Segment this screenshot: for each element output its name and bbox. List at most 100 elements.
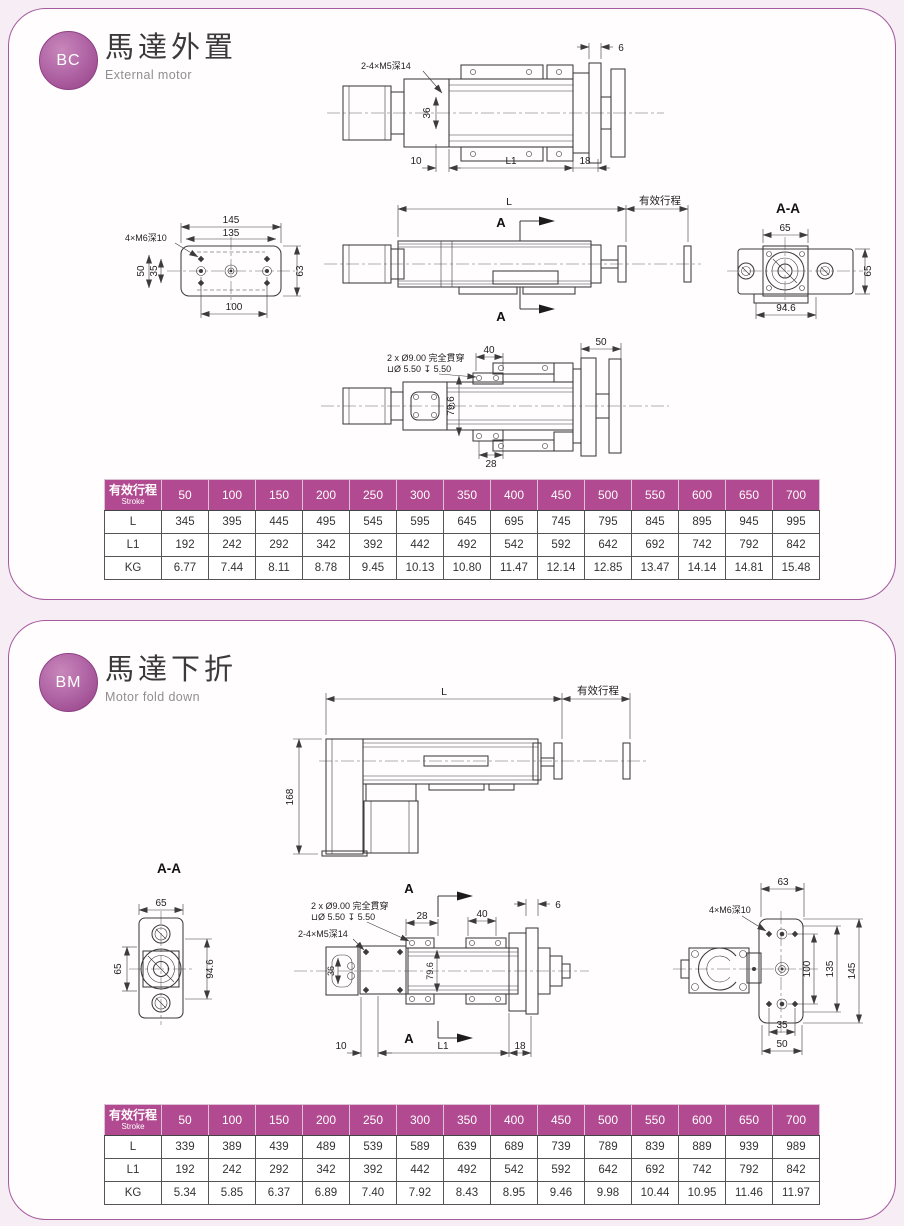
dim-35: 35 — [776, 1020, 788, 1031]
table-cell: 845 — [631, 510, 679, 534]
table-cell: 8.95 — [490, 1181, 538, 1205]
bm-badge-label: BM — [55, 673, 82, 691]
table-cell: 342 — [302, 1158, 350, 1182]
stroke-col-header: 50 — [161, 479, 209, 511]
dim-79-6: 79.6 — [446, 396, 457, 416]
dim-65-top: 65 — [155, 898, 167, 909]
table-cell: 539 — [349, 1135, 397, 1159]
thread-note-m5: 2-4×M5深14 — [361, 61, 411, 71]
bm-right-view: 63 4×M6深10 100 135 145 35 50 — [673, 877, 863, 1055]
stroke-col-header: 100 — [208, 479, 256, 511]
bm-subtitle: Motor fold down — [105, 689, 200, 704]
hole-note-2: ⊔Ø 5.50 ↧ 5.50 — [387, 364, 451, 374]
dim-94-6: 94.6 — [205, 959, 216, 979]
dim-100: 100 — [802, 960, 813, 977]
bc-plate-view: 145 135 4×M6深10 50 35 63 100 — [125, 215, 306, 318]
table-cell: 9.98 — [584, 1181, 632, 1205]
dim-135: 135 — [223, 228, 240, 239]
table-cell: 489 — [302, 1135, 350, 1159]
bc-panel: BC 馬達外置 External motor — [8, 8, 896, 600]
table-cell: 839 — [631, 1135, 679, 1159]
row-label: L1 — [104, 1158, 162, 1182]
stroke-col-header: 600 — [678, 1104, 726, 1136]
stroke-col-header: 300 — [396, 1104, 444, 1136]
table-cell: 339 — [161, 1135, 209, 1159]
row-label: L1 — [104, 533, 162, 557]
table-cell: 292 — [255, 1158, 303, 1182]
row-label: KG — [104, 1181, 162, 1205]
table-cell: 6.89 — [302, 1181, 350, 1205]
stroke-col-header: 400 — [490, 479, 538, 511]
table-cell: 442 — [396, 533, 444, 557]
stroke-col-header: 250 — [349, 479, 397, 511]
dim-135: 135 — [825, 960, 836, 977]
stroke-col-header: 600 — [678, 479, 726, 511]
thread-note-m6: 4×M6深10 — [125, 233, 167, 243]
table-cell: 492 — [443, 1158, 491, 1182]
section-title: A-A — [157, 861, 181, 876]
table-cell: 292 — [255, 533, 303, 557]
table-cell: 10.44 — [631, 1181, 679, 1205]
table-cell: 7.92 — [396, 1181, 444, 1205]
dim-10: 10 — [335, 1041, 347, 1052]
table-cell: 12.85 — [584, 556, 632, 580]
table-cell: 9.45 — [349, 556, 397, 580]
table-cell: 11.46 — [725, 1181, 773, 1205]
table-cell: 842 — [772, 1158, 820, 1182]
stroke-col-header: 350 — [443, 1104, 491, 1136]
stroke-col-header: 150 — [255, 479, 303, 511]
dim-L1: L1 — [505, 156, 517, 167]
dim-79-6: 79.6 — [425, 962, 435, 980]
bm-drawings: L 有效行程 168 A-A — [113, 684, 863, 1057]
table-cell: 192 — [161, 1158, 209, 1182]
bc-section-aa: A-A 65 65 — [727, 201, 874, 319]
dim-65-right: 65 — [863, 265, 874, 277]
section-title: A-A — [776, 201, 800, 216]
stroke-col-header: 700 — [772, 479, 820, 511]
hole-note-2: ⊔Ø 5.50 ↧ 5.50 — [311, 912, 375, 922]
table-cell: 995 — [772, 510, 820, 534]
table-cell: 842 — [772, 533, 820, 557]
table-cell: 15.48 — [772, 556, 820, 580]
stroke-col-header: 500 — [584, 479, 632, 511]
stroke-col-header: 200 — [302, 1104, 350, 1136]
stroke-col-header: 100 — [208, 1104, 256, 1136]
table-cell: 642 — [584, 533, 632, 557]
bc-side-view: L 有效行程 A A — [324, 194, 701, 324]
stroke-col-header: 300 — [396, 479, 444, 511]
section-a-bottom: A — [496, 309, 506, 324]
table-cell: 595 — [396, 510, 444, 534]
table-cell: 11.97 — [772, 1181, 820, 1205]
dim-18: 18 — [579, 156, 591, 167]
table-cell: 642 — [584, 1158, 632, 1182]
table-cell: 8.43 — [443, 1181, 491, 1205]
section-a-top: A — [496, 215, 506, 230]
bm-mid-view: A 2 x Ø9.00 完全貫穿 ⊔Ø 5.50 ↧ 5.50 2-4×M5深1… — [294, 881, 589, 1057]
table-cell: 439 — [255, 1135, 303, 1159]
dim-L: L — [506, 196, 512, 208]
table-cell: 8.78 — [302, 556, 350, 580]
table-cell: 9.46 — [537, 1181, 585, 1205]
dim-50: 50 — [776, 1039, 788, 1050]
table-cell: 589 — [396, 1135, 444, 1159]
table-cell: 7.44 — [208, 556, 256, 580]
stroke-col-header: 150 — [255, 1104, 303, 1136]
table-cell: 989 — [772, 1135, 820, 1159]
table-cell: 10.80 — [443, 556, 491, 580]
bc-section-header: 馬達外置 External motor — [105, 32, 237, 82]
stroke-col-header: 350 — [443, 479, 491, 511]
hole-note-1: 2 x Ø9.00 完全貫穿 — [387, 352, 465, 363]
table-cell: 7.40 — [349, 1181, 397, 1205]
dim-50: 50 — [136, 265, 147, 277]
table-cell: 342 — [302, 533, 350, 557]
table-cell: 645 — [443, 510, 491, 534]
section-a-bottom: A — [404, 1031, 414, 1046]
table-cell: 695 — [490, 510, 538, 534]
